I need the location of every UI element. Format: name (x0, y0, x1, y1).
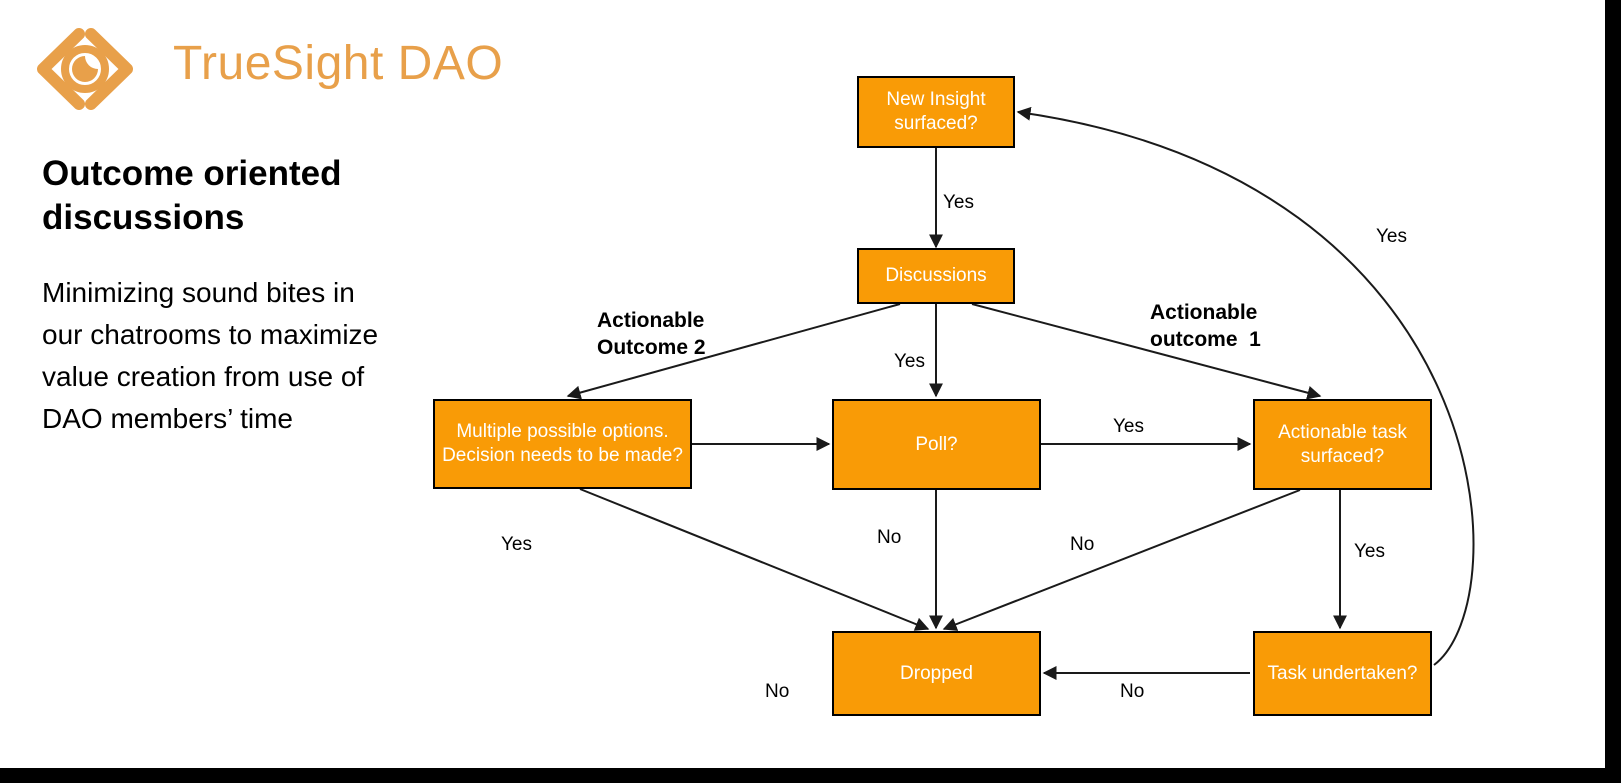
flow-node-poll[interactable]: Poll? (832, 399, 1041, 490)
annotation-actionable-outcome-2: Actionable Outcome 2 (597, 309, 706, 360)
edge-label-task-to-undertaken: Yes (1354, 541, 1385, 562)
diamond-eye-logo-icon (37, 28, 133, 110)
flow-node-new-insight[interactable]: New Insight surfaced? (857, 76, 1015, 148)
edge-label-insight-to-discussions: Yes (943, 192, 974, 213)
flow-node-task-undertaken[interactable]: Task undertaken? (1253, 631, 1432, 716)
page-title: Outcome oriented discussions (42, 154, 342, 237)
flowchart: New Insight surfaced? Discussions Multip… (433, 76, 1475, 716)
brand-logo: TrueSight DAO (33, 22, 503, 114)
flow-node-discussions[interactable]: Discussions (857, 248, 1015, 304)
slide-canvas: TrueSight DAO Outcome oriented discussio… (0, 0, 1605, 768)
annotation-actionable-outcome-1: Actionable outcome 1 (1150, 301, 1261, 352)
edge-label-task-to-dropped: No (1070, 534, 1095, 555)
edge-label-discussions-to-poll: Yes (894, 351, 925, 372)
edge-label-poll-to-task: Yes (1113, 416, 1144, 437)
page-subtitle: Minimizing sound bites in our chatrooms … (42, 277, 379, 434)
flowchart-edges (566, 106, 1475, 680)
brand-wordmark: TrueSight DAO (173, 37, 504, 90)
edge-label-undertaken-to-dropped: No (1120, 681, 1145, 702)
edge-label-poll-to-dropped: No (877, 527, 902, 548)
edge-label-options-no: No (765, 681, 790, 702)
edge-label-options-to-dropped: Yes (501, 534, 532, 555)
flow-node-multiple-options[interactable]: Multiple possible options. Decision need… (433, 399, 692, 489)
edge-label-undertaken-to-insight: Yes (1376, 226, 1407, 247)
flow-node-dropped[interactable]: Dropped (832, 631, 1041, 716)
flow-node-actionable-task[interactable]: Actionable task surfaced? (1253, 399, 1432, 490)
